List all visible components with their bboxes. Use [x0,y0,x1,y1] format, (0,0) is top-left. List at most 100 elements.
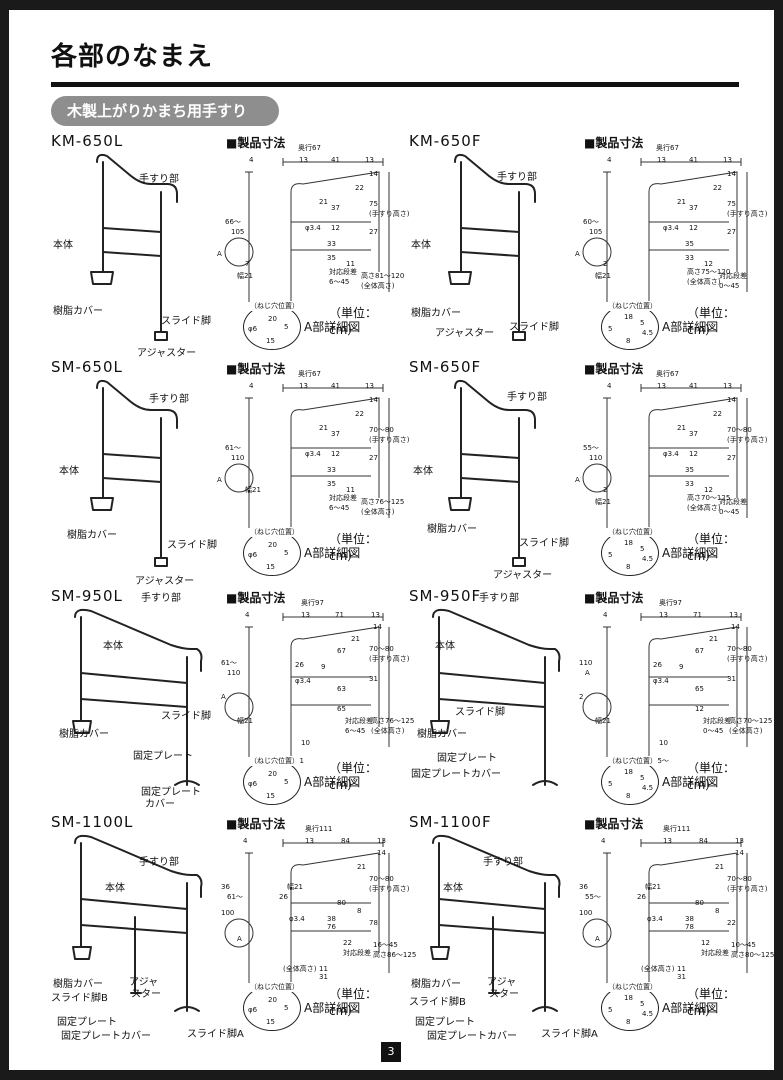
dimension-label: 27 [727,228,736,236]
dimension-label: 14 [377,849,386,857]
dimension-label: 33 [685,480,694,488]
dimension-label: (手すり高さ) [369,885,410,893]
handrail-crossbar [460,227,520,257]
dimension-label: 4 [243,837,248,845]
handrail-drawing [448,153,536,341]
unit-label: （単位：cm） [687,987,736,1018]
product-illustration [448,153,748,341]
dimension-label: 31 [727,675,736,683]
unit-label: （単位：cm） [329,532,378,563]
dimension-label: 高さ81〜120 [361,272,405,280]
dimension-label: (全体高さ) [371,727,405,735]
dimension-label: 55〜 [653,757,669,765]
resin-cover [90,271,114,285]
dimension-label: 幅21 [595,717,611,725]
dimension-label: 70〜80 [369,875,394,883]
detail-dimension: 5 [640,1000,645,1008]
dimension-label: (全体高さ) [641,965,675,973]
dimension-label: 27 [727,454,736,462]
depth-dimension-line [640,384,742,392]
side-view-pole [245,852,253,983]
part-label: 手すり部 [149,394,189,405]
dimension-label: 11 [319,965,328,973]
section-title: 木製上がりかまち用手すり [51,96,279,126]
handrail-drawing [430,608,561,786]
part-label: 固定プレート [415,1017,475,1028]
dimension-label: 高さ70〜125 [687,494,731,502]
dimension-label: 84 [699,837,708,845]
dimension-label: 12 [704,260,713,268]
part-label: アジャ [487,977,517,988]
dimension-label: 61〜 [225,444,241,452]
page-number: 3 [381,1042,401,1062]
dimension-label: A [595,935,600,943]
side-view-pole [603,626,611,757]
handrail-crossbar [102,227,162,257]
fixing-plate [532,1006,558,1012]
dimension-label: 幅21 [595,498,611,506]
resin-cover [72,720,92,734]
dimension-label: (手すり高さ) [727,655,768,663]
detail-dimension: 5 [284,1004,289,1012]
slide-leg-b [130,916,142,994]
dimension-label: 37 [331,204,340,212]
part-label: 固定プレートカバー [411,769,501,780]
part-label: スライド脚A [541,1029,598,1040]
detail-dimension: 20 [268,541,277,549]
dimension-label: 12 [331,224,340,232]
dimension-label: 71 [693,611,702,619]
dimension-label: 76 [327,923,336,931]
dimension-label: 12 [695,705,704,713]
dimension-label: 13 [305,837,314,845]
front-view-frame [290,852,380,983]
dimension-label: 7 [245,260,250,268]
detail-dimension: φ6 [248,780,258,788]
part-label: 手すり部 [479,593,519,604]
dimension-label: 高さ76〜125 [361,498,405,506]
dimension-label: 35 [327,254,336,262]
dimension-label: 105 [589,228,603,236]
depth-dimension-line [282,839,384,847]
resin-cover [430,720,450,734]
dimension-label: 55〜 [583,444,599,452]
depth-dimension-line [640,839,742,847]
dimension-label: 36 [579,883,588,891]
part-label: 固定プレート [437,753,497,764]
dimension-label: 21 [677,424,686,432]
dimension-label: A [217,476,222,484]
dimension-label: 105 [231,228,245,236]
dimension-label: 0〜45 [703,727,724,735]
dimension-drawing [582,158,748,302]
dimension-label: 36 [221,883,230,891]
part-label: 樹脂カバー [53,306,103,317]
dimension-label: 10 [659,739,668,747]
dimension-label: 22 [355,410,364,418]
dimension-heading: ■製品寸法 [226,591,286,605]
product-illustration [430,608,748,786]
dimension-label: 60〜 [583,218,599,226]
dimension-label: (手すり高さ) [727,885,768,893]
dimension-label: 11 [346,260,355,268]
part-label: 樹脂カバー [59,729,109,740]
dimension-label: 41 [331,382,340,390]
screw-hole-label: （ねじ穴位置） [250,527,299,537]
dimension-label: 4 [603,611,608,619]
resin-cover [448,497,472,511]
dimension-label: 78 [685,923,694,931]
dimension-label: 84 [341,837,350,845]
dimension-label: 110 [589,454,603,462]
depth-dimension-line [640,613,742,621]
detail-dimension: 5 [284,778,289,786]
dimension-label: 31 [677,973,686,981]
part-label: 手すり部 [507,392,547,403]
dimension-label: 奥行97 [301,599,324,607]
dimension-label: 対応段差 [329,494,357,502]
model-name: SM-1100F [409,813,492,831]
handrail-crossbar [102,453,162,483]
product-illustration [448,379,748,567]
dimension-label: 61〜 [227,893,243,901]
dimension-label: 33 [685,254,694,262]
part-label: スライド脚 [519,538,569,549]
